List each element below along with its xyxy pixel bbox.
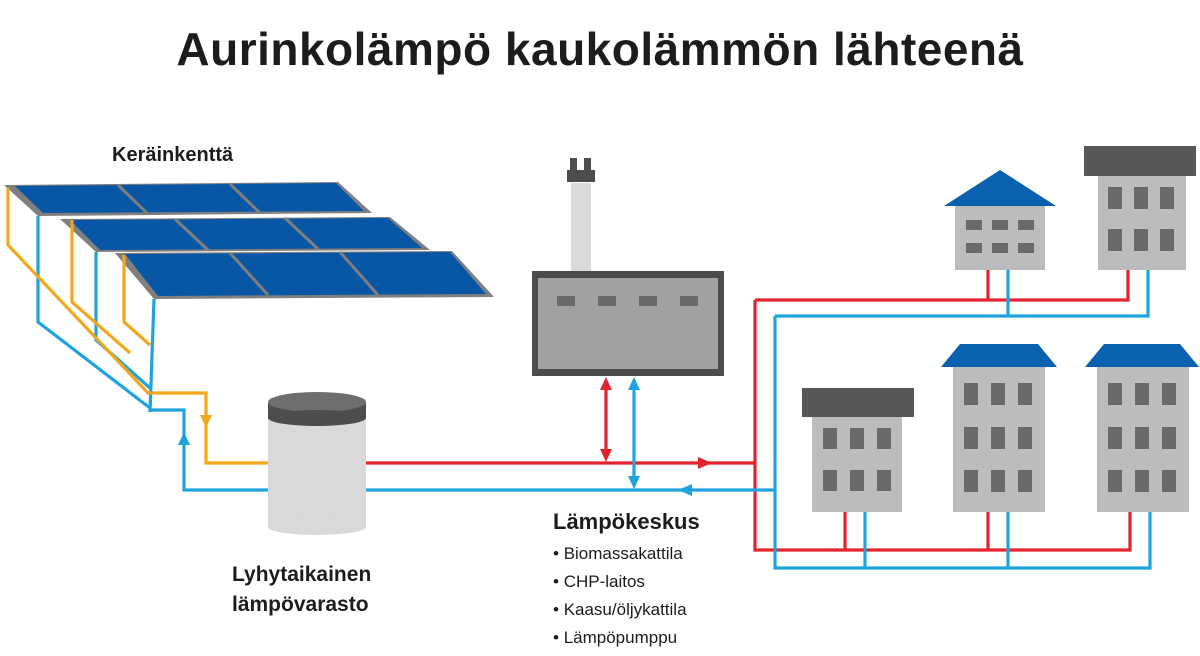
collector-row-1: [4, 182, 372, 216]
building-tall-right: [1085, 344, 1199, 512]
network-pipes: [366, 270, 1152, 570]
storage-label-line-2: lämpövarasto: [232, 593, 369, 616]
heat-source-item: Biomassakattila: [553, 540, 687, 568]
heat-source-item: Lämpöpumppu: [553, 624, 687, 652]
heat-center-label: Lämpökeskus: [553, 509, 700, 534]
collector-pipes: [6, 188, 272, 492]
storage-tank: [268, 392, 366, 535]
building-flat-top-right: [1084, 146, 1196, 270]
heat-source-list: Biomassakattila CHP-laitos Kaasu/öljykat…: [553, 540, 687, 652]
return-flow-arrow: [678, 484, 692, 496]
building-house-small: [944, 170, 1056, 270]
collector-flow-arrow-up: [178, 432, 190, 445]
page-title: Aurinkolämpö kaukolämmön lähteenä: [176, 23, 1024, 75]
supply-flow-arrow: [698, 457, 712, 469]
building-flat-bottom-left: [802, 388, 914, 512]
solar-collector-field: [4, 182, 494, 299]
collector-row-3: [115, 251, 494, 299]
heat-source-item: CHP-laitos: [553, 568, 687, 596]
storage-label: Lyhytaikainen lämpövarasto: [232, 560, 371, 620]
plant-return-arrow-up: [628, 377, 640, 390]
plant-supply-arrow-up: [600, 377, 612, 390]
collector-row-2: [60, 216, 430, 252]
building-tall-middle: [941, 344, 1057, 512]
collector-flow-arrow-down: [200, 415, 212, 428]
collector-field-label: Keräinkenttä: [112, 144, 234, 166]
storage-label-line-1: Lyhytaikainen: [232, 563, 372, 586]
heat-source-item: Kaasu/öljykattila: [553, 596, 687, 624]
plant-return-arrow-down: [628, 476, 640, 489]
plant-supply-arrow-down: [600, 449, 612, 462]
heating-plant: [532, 158, 724, 376]
